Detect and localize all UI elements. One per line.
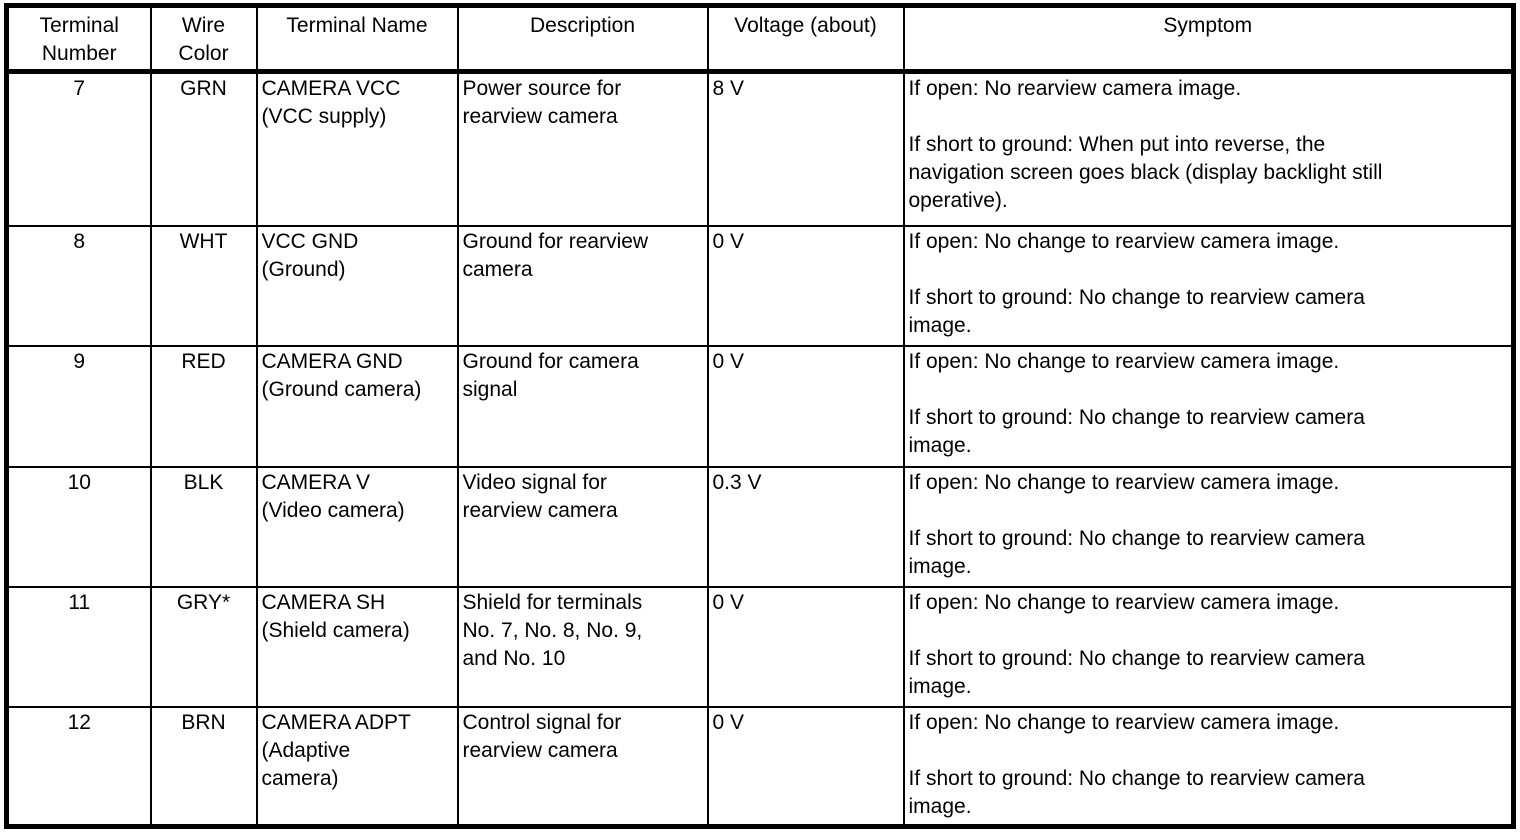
description-cell: Ground for rearview camera <box>456 225 709 348</box>
table-row-terminal-9: 9 RED CAMERA GND (Ground camera) Ground … <box>5 345 1515 468</box>
voltage-cell: 0 V <box>706 345 905 468</box>
voltage-cell: 0.3 V <box>706 465 905 588</box>
voltage-cell: 0 V <box>706 705 905 828</box>
symptom-cell: If open: No change to rearview camera im… <box>902 705 1515 828</box>
terminal-name-cell: VCC GND (Ground) <box>255 225 459 348</box>
col-header-terminal-number: Terminal Number <box>5 4 152 74</box>
terminal-name-cell: CAMERA V (Video camera) <box>255 465 459 588</box>
col-header-terminal-name: Terminal Name <box>255 4 459 74</box>
wire-color-cell: RED <box>149 345 258 468</box>
terminal-number-cell: 8 <box>5 225 152 348</box>
symptom-cell: If open: No rearview camera image. If sh… <box>902 70 1515 228</box>
description-cell: Shield for terminals No. 7, No. 8, No. 9… <box>456 585 709 708</box>
terminal-name-cell: CAMERA GND (Ground camera) <box>255 345 459 468</box>
col-header-voltage: Voltage (about) <box>706 4 905 74</box>
col-header-symptom: Symptom <box>902 4 1515 74</box>
header-row: Terminal Number Wire Color Terminal Name… <box>5 4 1515 74</box>
wire-color-cell: GRN <box>149 70 258 228</box>
description-cell: Power source for rearview camera <box>456 70 709 228</box>
col-header-wire-color: Wire Color <box>149 4 258 74</box>
description-cell: Video signal for rearview camera <box>456 465 709 588</box>
description-cell: Ground for camera signal <box>456 345 709 468</box>
terminal-name-cell: CAMERA SH (Shield camera) <box>255 585 459 708</box>
description-cell: Control signal for rearview camera <box>456 705 709 828</box>
symptom-cell: If open: No change to rearview camera im… <box>902 225 1515 348</box>
wire-color-cell: GRY* <box>149 585 258 708</box>
table-row-terminal-11: 11 GRY* CAMERA SH (Shield camera) Shield… <box>5 585 1515 708</box>
wire-color-cell: BLK <box>149 465 258 588</box>
terminal-name-cell: CAMERA ADPT (Adaptive camera) <box>255 705 459 828</box>
terminal-number-cell: 11 <box>5 585 152 708</box>
terminal-description-table: Terminal Number Wire Color Terminal Name… <box>4 3 1516 829</box>
voltage-cell: 0 V <box>706 585 905 708</box>
col-header-description: Description <box>456 4 709 74</box>
voltage-cell: 0 V <box>706 225 905 348</box>
symptom-cell: If open: No change to rearview camera im… <box>902 585 1515 708</box>
table-header: Terminal Number Wire Color Terminal Name… <box>5 4 1515 74</box>
terminal-number-cell: 7 <box>5 70 152 228</box>
table-row-terminal-8: 8 WHT VCC GND (Ground) Ground for rearvi… <box>5 225 1515 348</box>
terminal-number-cell: 12 <box>5 705 152 828</box>
table-row-terminal-12: 12 BRN CAMERA ADPT (Adaptive camera) Con… <box>5 705 1515 828</box>
terminal-number-cell: 10 <box>5 465 152 588</box>
wire-color-cell: WHT <box>149 225 258 348</box>
voltage-cell: 8 V <box>706 70 905 228</box>
table-body: 7 GRN CAMERA VCC (VCC supply) Power sour… <box>5 70 1515 828</box>
table-row-terminal-10: 10 BLK CAMERA V (Video camera) Video sig… <box>5 465 1515 588</box>
symptom-cell: If open: No change to rearview camera im… <box>902 345 1515 468</box>
terminal-name-cell: CAMERA VCC (VCC supply) <box>255 70 459 228</box>
table-row-terminal-7: 7 GRN CAMERA VCC (VCC supply) Power sour… <box>5 70 1515 228</box>
terminal-number-cell: 9 <box>5 345 152 468</box>
symptom-cell: If open: No change to rearview camera im… <box>902 465 1515 588</box>
wire-color-cell: BRN <box>149 705 258 828</box>
